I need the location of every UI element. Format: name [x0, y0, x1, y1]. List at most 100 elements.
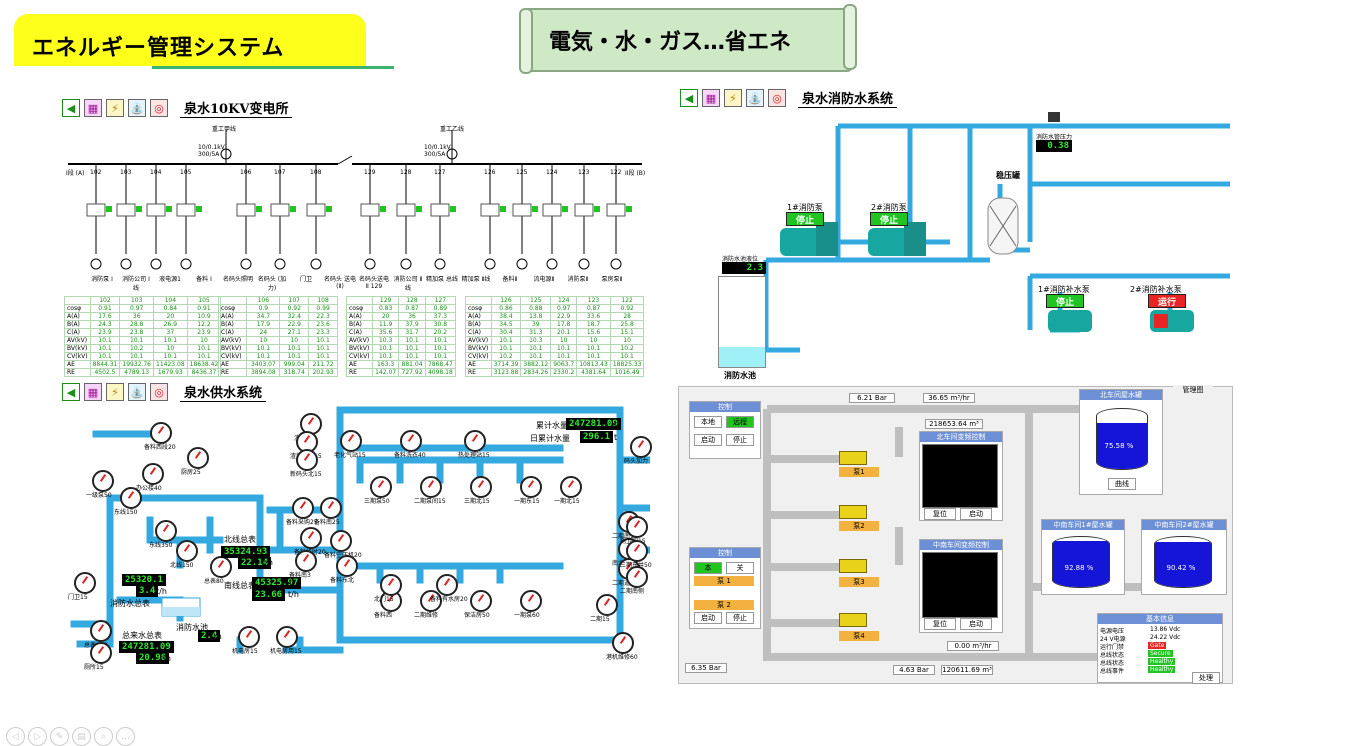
water-meter-gauge-icon[interactable]	[92, 470, 114, 492]
start-button[interactable]: 启动	[694, 434, 722, 446]
water-meter-gauge-icon[interactable]	[626, 566, 648, 588]
tower-icon[interactable]: ⚡	[106, 383, 124, 401]
back-arrow-icon[interactable]: ◀	[62, 99, 80, 117]
table-cell: 0.86	[490, 304, 522, 313]
feeder-meter[interactable]	[480, 203, 500, 217]
feeder-meter[interactable]	[542, 203, 562, 217]
water-meter-gauge-icon[interactable]	[74, 572, 96, 594]
feeder-meter[interactable]	[574, 203, 594, 217]
water-meter-gauge-icon[interactable]	[210, 556, 232, 578]
water-meter-gauge-icon[interactable]	[370, 476, 392, 498]
water-meter-gauge-icon[interactable]	[464, 430, 486, 452]
feeder-meter[interactable]	[396, 203, 416, 217]
water-meter-gauge-icon[interactable]	[612, 632, 634, 654]
pump1-state[interactable]: 停止	[786, 212, 824, 226]
curve-button[interactable]: 曲线	[1108, 478, 1136, 490]
water-meter-gauge-icon[interactable]	[336, 555, 358, 577]
water-meter-gauge-icon[interactable]	[420, 476, 442, 498]
mgmt-link[interactable]: 管理图	[1173, 385, 1213, 395]
water-meter-gauge-icon[interactable]	[380, 574, 402, 596]
water-meter-gauge-icon[interactable]	[292, 497, 314, 519]
water-meter-gauge-icon[interactable]	[330, 530, 352, 552]
stop-button[interactable]: 停止	[726, 434, 754, 446]
ctrl2-start[interactable]: 启动	[694, 612, 722, 624]
water-meter-gauge-icon[interactable]	[90, 642, 112, 664]
water-meter-gauge-icon[interactable]	[295, 550, 317, 572]
table-cell: 10.1	[246, 352, 281, 361]
monitor-icon[interactable]: ▦	[84, 99, 102, 117]
info-handle-button[interactable]: 处理	[1192, 672, 1220, 684]
water-meter-gauge-icon[interactable]	[300, 527, 322, 549]
prev-icon[interactable]: ◁	[6, 727, 25, 746]
feeder-meter[interactable]	[430, 203, 450, 217]
feeder-meter[interactable]	[146, 203, 166, 217]
water-meter-gauge-icon[interactable]	[626, 540, 648, 562]
water-meter-gauge-icon[interactable]	[340, 430, 362, 452]
water-meter-gauge-icon[interactable]	[120, 487, 142, 509]
ctrl2-b[interactable]: 关	[726, 562, 754, 574]
ctrl2-stop[interactable]: 停止	[726, 612, 754, 624]
water-meter-gauge-icon[interactable]	[176, 540, 198, 562]
water-meter-gauge-icon[interactable]	[420, 590, 442, 612]
water-meter-gauge-icon[interactable]	[238, 626, 260, 648]
mode-remote[interactable]: 远程	[726, 416, 754, 428]
water-meter-gauge-icon[interactable]	[90, 620, 112, 642]
zoom-icon[interactable]: ⌕	[94, 727, 113, 746]
pen-icon[interactable]: ✎	[50, 727, 69, 746]
water-meter-gauge-icon[interactable]	[470, 590, 492, 612]
water-meter-gauge-icon[interactable]	[630, 436, 652, 458]
feeder-meter[interactable]	[176, 203, 196, 217]
water-meter-gauge-icon[interactable]	[520, 476, 542, 498]
water-meter-gauge-icon[interactable]	[436, 574, 458, 596]
faucet-icon[interactable]: ⛲	[128, 383, 146, 401]
print-icon[interactable]: ▤	[72, 727, 91, 746]
water-meter-gauge-icon[interactable]	[276, 626, 298, 648]
fire-hydrant-icon[interactable]: ◎	[150, 99, 168, 117]
feeder-meter[interactable]	[360, 203, 380, 217]
faucet-icon[interactable]: ⛲	[746, 89, 764, 107]
fire-hydrant-icon[interactable]: ◎	[768, 89, 786, 107]
feeder-meter[interactable]	[606, 203, 626, 217]
water-meter-gauge-icon[interactable]	[155, 520, 177, 542]
mode-local[interactable]: 本地	[694, 416, 722, 428]
north-start-button[interactable]: 启动	[960, 508, 992, 520]
feeder-meter[interactable]	[86, 203, 106, 217]
water-meter-gauge-icon[interactable]	[560, 476, 582, 498]
faucet-icon[interactable]: ⛲	[128, 99, 146, 117]
back-arrow-icon[interactable]: ◀	[62, 383, 80, 401]
back-arrow-icon[interactable]: ◀	[680, 89, 698, 107]
feeder-meter[interactable]	[270, 203, 290, 217]
feeder-meter[interactable]	[236, 203, 256, 217]
water-meter-gauge-icon[interactable]	[596, 594, 618, 616]
feeder-meter[interactable]	[512, 203, 532, 217]
pool-level-unit: m	[214, 632, 222, 641]
feeder-meter[interactable]	[306, 203, 326, 217]
water-meter-gauge-icon[interactable]	[296, 449, 318, 471]
fire-hydrant-icon[interactable]: ◎	[150, 383, 168, 401]
next-icon[interactable]: ▷	[28, 727, 47, 746]
mid-reset-button[interactable]: 复位	[924, 618, 956, 630]
monitor-icon[interactable]: ▦	[702, 89, 720, 107]
mid-start-button[interactable]: 启动	[960, 618, 992, 630]
ctrl2-a[interactable]: 本	[694, 562, 722, 574]
pump2-state[interactable]: 停止	[870, 212, 908, 226]
water-meter-gauge-icon[interactable]	[520, 590, 542, 612]
water-meter-gauge-icon[interactable]	[626, 516, 648, 538]
sup-pump1-state[interactable]: 停止	[1046, 294, 1084, 308]
tower-icon[interactable]: ⚡	[724, 89, 742, 107]
sup-pump2-state[interactable]: 运行	[1148, 294, 1186, 308]
pump-4-tag: 泵4	[839, 631, 879, 641]
north-reset-button[interactable]: 复位	[924, 508, 956, 520]
tower-icon[interactable]: ⚡	[106, 99, 124, 117]
monitor-icon[interactable]: ▦	[84, 383, 102, 401]
water-meter-gauge-icon[interactable]	[470, 476, 492, 498]
more-icon[interactable]: …	[116, 727, 135, 746]
water-meter-gauge-icon[interactable]	[142, 463, 164, 485]
water-meter-gauge-icon[interactable]	[400, 430, 422, 452]
water-meter-gauge-icon[interactable]	[187, 447, 209, 469]
water-meter-gauge-icon[interactable]	[320, 497, 342, 519]
feeder-meter[interactable]	[116, 203, 136, 217]
water-meter-label: 机电房用15	[270, 648, 302, 655]
water-meter-gauge-icon[interactable]	[150, 422, 172, 444]
